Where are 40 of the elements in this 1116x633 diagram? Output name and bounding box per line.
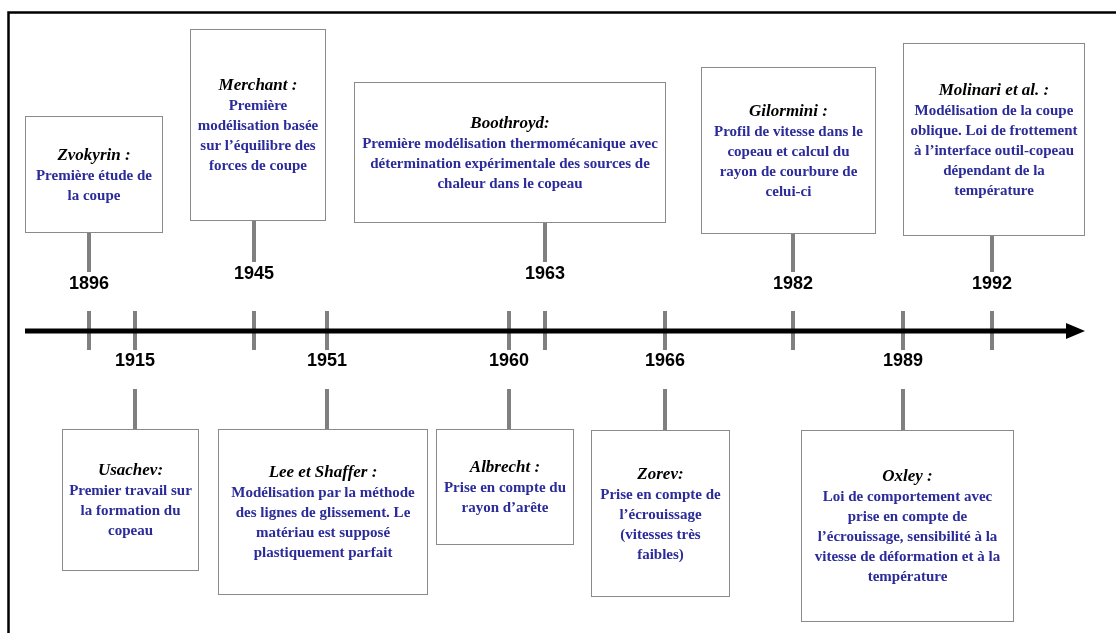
event-box xyxy=(218,429,428,595)
event-box xyxy=(591,430,730,597)
author-heading: Merchant : xyxy=(218,75,298,95)
year-label: 1989 xyxy=(881,350,924,370)
year-label: 1992 xyxy=(970,273,1013,293)
description-text: Première étude de la coupe xyxy=(34,165,154,205)
description-text: Profil de vitesse dans le copeau et calcul du rayon de courbure de celui-ci xyxy=(713,121,864,201)
author-heading: Zvokyrin : xyxy=(57,144,131,165)
year-label: 1896 xyxy=(67,273,110,293)
event-box xyxy=(701,67,876,234)
description-text: Loi de comportement avec prise en compte de l’écrouissage, sensibilité à la vitesse de déformation et à la température xyxy=(813,487,1002,586)
year-label: 1982 xyxy=(771,273,814,293)
event-box xyxy=(190,29,326,221)
author-heading: Boothroyd: xyxy=(470,112,550,133)
year-label: 1960 xyxy=(487,350,530,370)
description-text: Prise en compte du rayon d’arête xyxy=(443,478,567,517)
event-box xyxy=(354,82,666,223)
event-box xyxy=(436,429,574,545)
author-heading: Molinari et al. : xyxy=(938,79,1050,100)
year-label: 1966 xyxy=(643,350,686,370)
year-label: 1951 xyxy=(305,350,348,370)
event-box xyxy=(25,116,163,233)
author-heading: Zorev: xyxy=(637,463,684,484)
description-text: Première modélisation thermomécanique avec détermination expérimentale des sources de chaleur dans le copeau xyxy=(361,133,659,193)
author-heading: Oxley : xyxy=(882,466,933,486)
event-box xyxy=(903,43,1085,236)
description-text: Premier travail sur la formation du copeau xyxy=(69,481,192,540)
author-heading: Lee et Shaffer : xyxy=(268,462,378,482)
event-box xyxy=(801,430,1014,622)
author-heading: Albrecht : xyxy=(469,457,541,477)
year-label: 1945 xyxy=(232,263,275,283)
description-text: Modélisation de la coupe oblique. Loi de frottement à l’interface outil-copeau dépendant de la température xyxy=(910,100,1078,200)
event-box xyxy=(62,429,199,571)
year-label: 1915 xyxy=(113,350,156,370)
description-text: Première modélisation basée sur l’équilibre des forces de coupe xyxy=(197,96,319,175)
year-label: 1963 xyxy=(523,263,566,283)
description-text: Modélisation par la méthode des lignes de glissement. Le matériau est supposé plastiquement parfait xyxy=(230,483,416,562)
description-text: Prise en compte de l’écrouissage (vitesses très faibles) xyxy=(599,484,722,564)
author-heading: Gilormini : xyxy=(749,100,828,121)
author-heading: Usachev: xyxy=(97,460,164,480)
